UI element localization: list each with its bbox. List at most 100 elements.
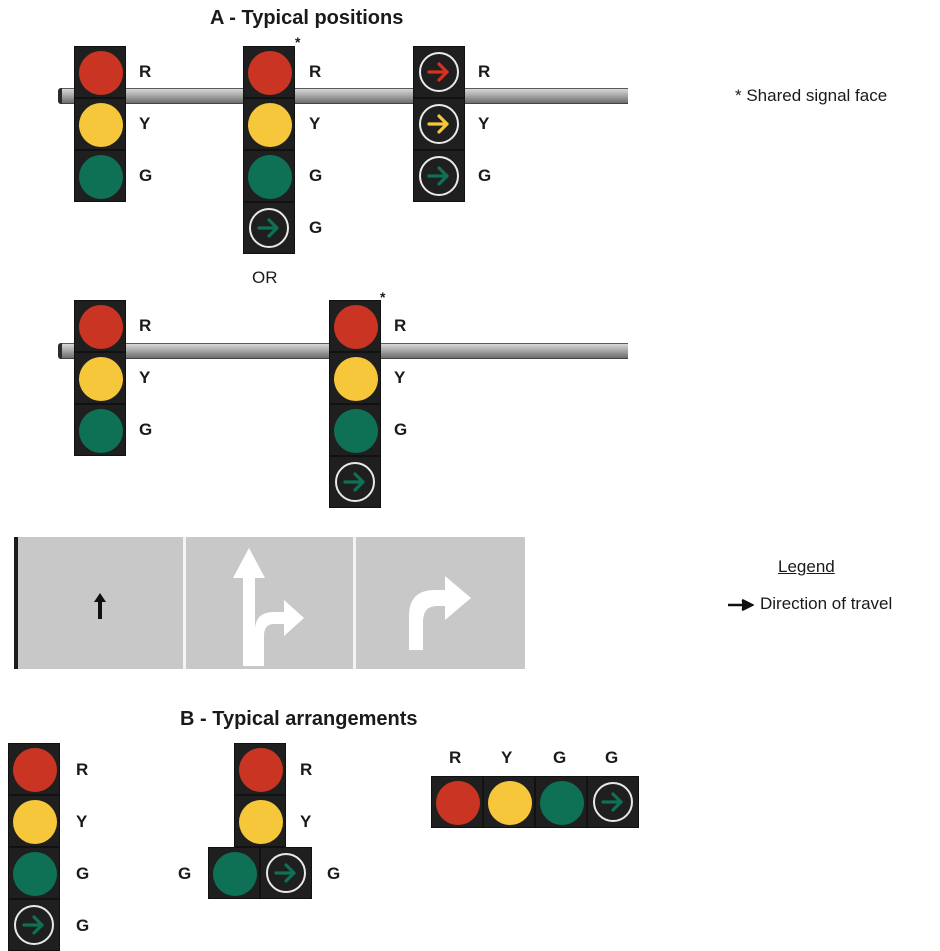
- right-arrow-red-icon: [419, 52, 459, 92]
- or-divider-label: OR: [252, 268, 278, 287]
- yellow-ball: [239, 800, 283, 844]
- right-arrow-green-icon: [14, 905, 54, 945]
- label-y: Y: [139, 368, 151, 387]
- green-ball: [79, 409, 123, 453]
- label-y: Y: [76, 812, 88, 831]
- signal-a1-red: [74, 46, 126, 98]
- right-arrow-green-icon: [266, 853, 306, 893]
- label-g: G: [309, 218, 323, 237]
- label-g: G: [139, 420, 153, 439]
- right-arrow-yellow-icon: [419, 104, 459, 144]
- section-b-title: B - Typical arrangements: [180, 708, 418, 730]
- signal-a4-red: [74, 300, 126, 352]
- label-r: R: [300, 760, 313, 779]
- b1-green: [8, 847, 60, 899]
- b1-red: [8, 743, 60, 795]
- yellow-ball: [79, 103, 123, 147]
- green-ball: [334, 409, 378, 453]
- legend-direction-label: Direction of travel: [760, 594, 893, 613]
- signal-a3-yellow-arrow: [413, 98, 465, 150]
- b3-yellow: [483, 776, 535, 828]
- signal-a2-red: [243, 46, 295, 98]
- green-ball: [13, 852, 57, 896]
- mast-arm-upper: [62, 88, 628, 104]
- signal-a5-green: [329, 404, 381, 456]
- header-y: Y: [501, 748, 513, 767]
- right-arrow-green-icon: [593, 782, 633, 822]
- yellow-ball: [13, 800, 57, 844]
- b3-green: [535, 776, 587, 828]
- b2-green-arrow: [260, 847, 312, 899]
- label-g: G: [327, 864, 341, 883]
- label-g: G: [76, 864, 90, 883]
- signal-a3-red-arrow: [413, 46, 465, 98]
- direction-arrow-icon: [728, 599, 754, 611]
- label-r: R: [394, 316, 407, 335]
- label-r: R: [309, 62, 322, 81]
- label-g: G: [76, 916, 90, 935]
- green-ball: [540, 781, 584, 825]
- yellow-ball: [488, 781, 532, 825]
- right-arrow-green-icon: [249, 208, 289, 248]
- header-g: G: [553, 748, 567, 767]
- b2-green: [208, 847, 260, 899]
- green-ball: [213, 852, 257, 896]
- signal-a5-yellow: [329, 352, 381, 404]
- right-turn-arrow-icon: [409, 576, 471, 650]
- signal-a1-green: [74, 150, 126, 202]
- yellow-ball: [334, 357, 378, 401]
- red-ball: [79, 305, 123, 349]
- label-g: G: [139, 166, 153, 185]
- shared-asterisk: *: [295, 34, 301, 50]
- label-r: R: [76, 760, 89, 779]
- signal-a1-yellow: [74, 98, 126, 150]
- header-g-arrow: G: [605, 748, 619, 767]
- label-y: Y: [478, 114, 490, 133]
- red-ball: [436, 781, 480, 825]
- b3-red: [431, 776, 483, 828]
- yellow-ball: [248, 103, 292, 147]
- legend-heading: Legend: [778, 557, 835, 576]
- label-y: Y: [139, 114, 151, 133]
- label-r: R: [478, 62, 491, 81]
- section-a-title: A - Typical positions: [210, 7, 404, 29]
- through-right-arrow-icon: [233, 548, 304, 666]
- label-y: Y: [300, 812, 312, 831]
- shared-face-footnote: * Shared signal face: [735, 86, 888, 105]
- right-arrow-green-icon: [335, 462, 375, 502]
- red-ball: [239, 748, 283, 792]
- label-g: G: [478, 166, 492, 185]
- b2-red: [234, 743, 286, 795]
- signal-a2-green: [243, 150, 295, 202]
- label-r: R: [139, 62, 152, 81]
- green-ball: [248, 155, 292, 199]
- b1-green-arrow: [8, 899, 60, 951]
- label-r: R: [139, 316, 152, 335]
- lane-line: [183, 537, 186, 669]
- b3-green-arrow: [587, 776, 639, 828]
- signal-a3-green-arrow: [413, 150, 465, 202]
- label-y: Y: [394, 368, 406, 387]
- right-arrow-green-icon: [419, 156, 459, 196]
- b1-yellow: [8, 795, 60, 847]
- signal-a2-yellow: [243, 98, 295, 150]
- red-ball: [248, 51, 292, 95]
- through-arrow-icon: [94, 593, 106, 619]
- signal-a4-yellow: [74, 352, 126, 404]
- label-g: G: [309, 166, 323, 185]
- yellow-ball: [79, 357, 123, 401]
- header-r: R: [449, 748, 462, 767]
- signal-a4-green: [74, 404, 126, 456]
- shared-asterisk: *: [380, 289, 386, 305]
- lane-line: [353, 537, 356, 669]
- green-ball: [79, 155, 123, 199]
- red-ball: [13, 748, 57, 792]
- signal-a5-green-arrow: [329, 456, 381, 508]
- label-y: Y: [309, 114, 321, 133]
- signal-a2-green-arrow: [243, 202, 295, 254]
- label-g: G: [394, 420, 408, 439]
- red-ball: [334, 305, 378, 349]
- signal-a5-red: [329, 300, 381, 352]
- b2-yellow: [234, 795, 286, 847]
- red-ball: [79, 51, 123, 95]
